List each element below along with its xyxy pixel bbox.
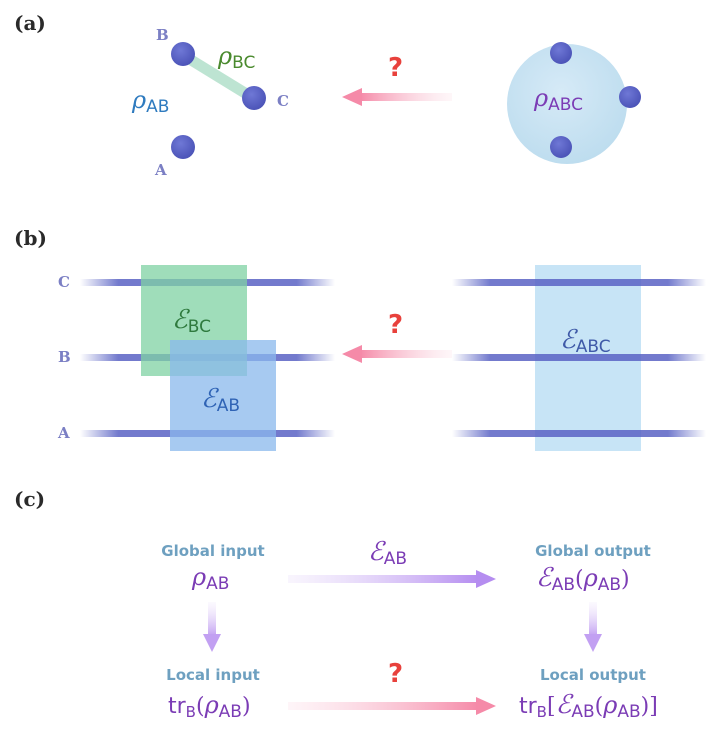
rho-abc-label: ρABC <box>533 84 583 115</box>
global-input-math: ρAB <box>191 563 229 594</box>
arrow-global-map <box>288 570 496 588</box>
node-c <box>242 86 266 110</box>
channel-ebc-label: ℰBC <box>172 305 211 337</box>
global-input-label: Global input <box>161 542 264 560</box>
joint-state-circle <box>507 44 627 164</box>
wire-label-a: A <box>57 424 70 442</box>
global-output-label: Global output <box>535 542 651 560</box>
arrow-local-map <box>288 697 496 715</box>
channel-eab-box <box>170 340 276 451</box>
joint-node-top <box>550 42 572 64</box>
panel-c-label: (c) <box>14 487 45 511</box>
rho-bc-label: ρBC <box>217 42 255 73</box>
arrow-b-left <box>342 345 452 363</box>
local-input-label: Local input <box>166 666 260 684</box>
wire-a-right <box>452 430 706 437</box>
global-output-math: ℰAB(ρAB) <box>536 563 630 595</box>
node-c-label: C <box>277 92 289 110</box>
wire-c-right <box>452 279 706 286</box>
node-b <box>171 42 195 66</box>
local-input-math: trB(ρAB) <box>168 691 251 722</box>
question-mark-a: ? <box>388 53 403 83</box>
rho-ab-label: ρAB <box>131 86 169 117</box>
node-a <box>171 135 195 159</box>
arrow-partial-trace-output <box>584 602 602 652</box>
node-a-label: A <box>154 161 167 179</box>
question-mark-b: ? <box>388 310 403 340</box>
wire-label-b: B <box>58 348 71 366</box>
link-bc <box>180 50 256 103</box>
channel-eab-arrow-label: ℰAB <box>368 537 407 569</box>
panel-b-label: (b) <box>14 226 47 250</box>
node-b-label: B <box>156 26 169 44</box>
local-output-math: trB[ℰAB(ρAB)] <box>519 690 658 722</box>
channel-eabc-label: ℰABC <box>560 325 611 357</box>
panel-a-label: (a) <box>14 11 46 35</box>
arrow-a-left <box>342 88 452 106</box>
question-mark-c: ? <box>388 659 403 689</box>
local-output-label: Local output <box>540 666 646 684</box>
wire-label-c: C <box>58 273 70 291</box>
joint-node-bottom <box>550 136 572 158</box>
channel-eab-label: ℰAB <box>201 384 240 416</box>
joint-node-right <box>619 86 641 108</box>
wire-b-right <box>452 354 706 361</box>
arrow-partial-trace-input <box>203 602 221 652</box>
